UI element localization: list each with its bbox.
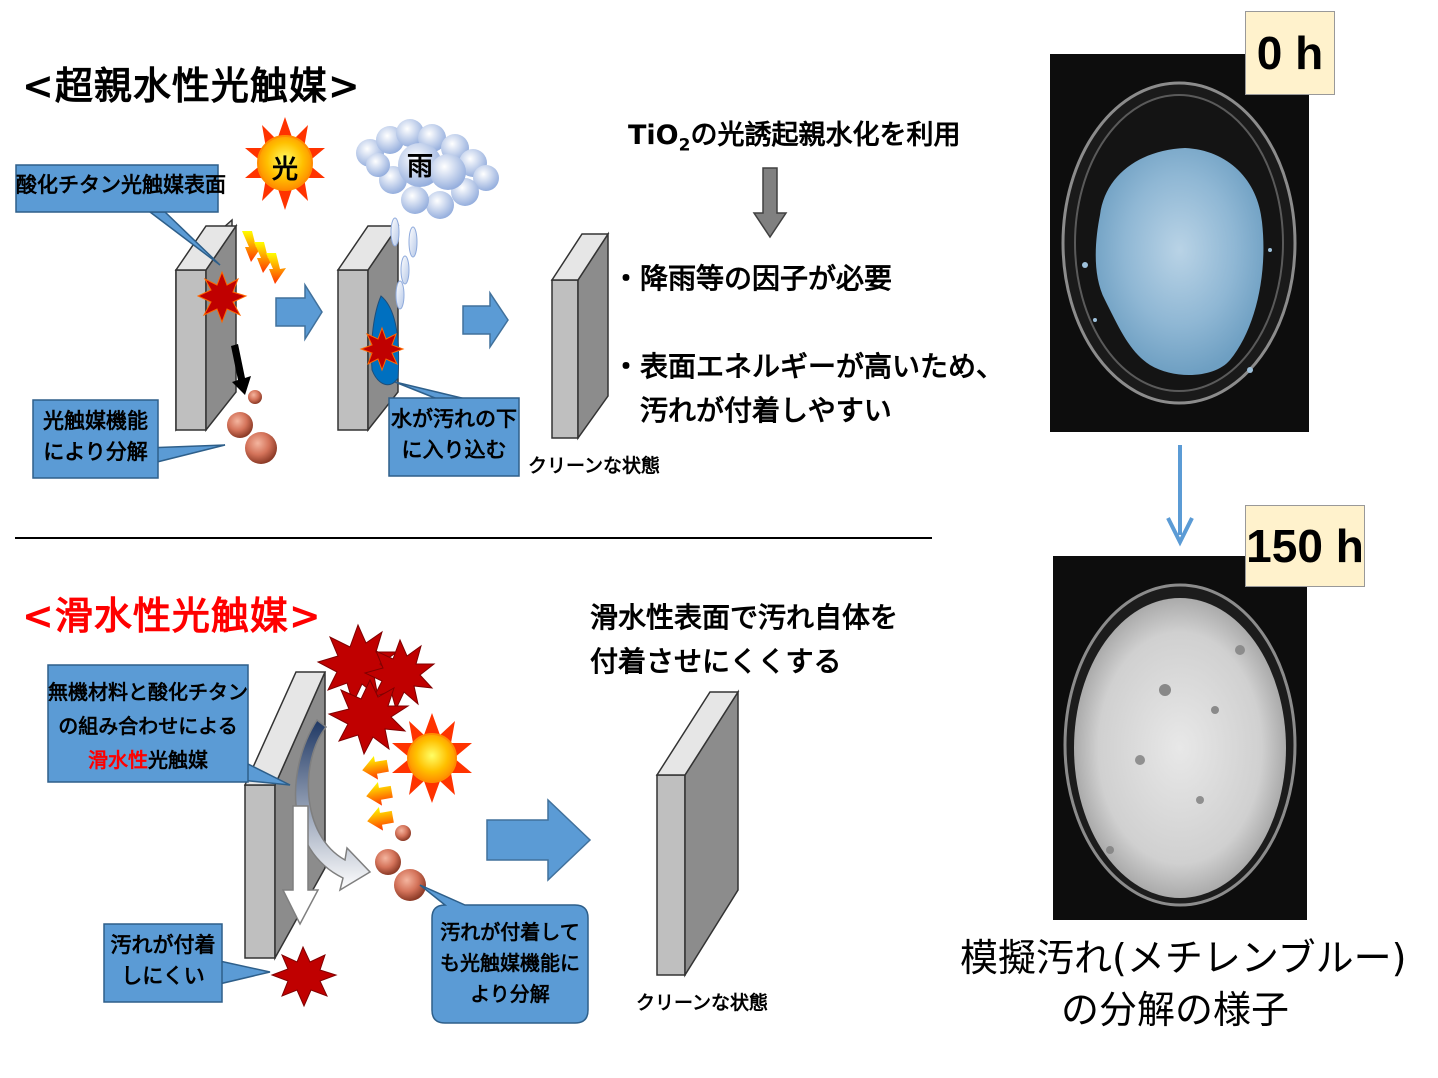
- rain-cloud-icon: [356, 119, 499, 219]
- rain-label: 雨: [406, 152, 433, 182]
- down-arrow-icon: [231, 344, 251, 395]
- dirt-starburst-icon: [196, 270, 248, 324]
- hydrophobic-tile: [243, 671, 327, 961]
- callout-hard-shape: [103, 923, 271, 1003]
- photo-caption-line1: 模擬汚れ(メチレンブルー): [960, 936, 1407, 980]
- callout-material-red: 滑水性: [88, 748, 148, 772]
- rain-drops-icon: [390, 217, 418, 310]
- process-arrow: [275, 282, 323, 342]
- mechanism-prefix: TiO: [628, 120, 679, 151]
- dirt-starburst-icon: [270, 945, 338, 1008]
- callout-material: 無機材料と酸化チタン の組み合わせによる 滑水性光触媒: [48, 675, 248, 777]
- slide-down-arrow: [281, 805, 320, 926]
- callout-surface: 酸化チタン光触媒表面: [16, 173, 226, 197]
- callout-hard-line1: 汚れが付着: [110, 933, 216, 957]
- dirt-cluster-icon: [316, 623, 436, 756]
- time-label-150h: 150 h: [1245, 505, 1365, 587]
- statement-line2: 付着させにくくする: [590, 645, 842, 678]
- stain-particle: [394, 869, 426, 901]
- process-arrow: [486, 798, 592, 882]
- mechanism-text: TiO2の光誘起親水化を利用: [628, 113, 960, 155]
- mechanism-subscript: 2: [678, 135, 691, 156]
- bullet-high-energy: ・表面エネルギーが高いため、: [612, 350, 1005, 383]
- process-arrow: [462, 290, 509, 350]
- slide-curve-arrow: [294, 718, 372, 892]
- sun-label: 光: [271, 155, 298, 185]
- sun-icon: [245, 117, 325, 210]
- callout-surface-shape: [15, 164, 221, 266]
- callout-material-shape: [47, 664, 291, 786]
- flow-down-arrow: [752, 167, 788, 239]
- callout-decompose-line2: により分解: [43, 440, 148, 464]
- light-rays-icon: [362, 756, 394, 831]
- callout-water: 水が汚れの下 に入り込む: [389, 404, 519, 466]
- mechanism-suffix: の光誘起親水化を利用: [690, 120, 961, 151]
- callout-water-shape: [388, 381, 520, 477]
- time-arrow: [1166, 445, 1194, 547]
- statement-line1: 滑水性表面で汚れ自体を: [590, 601, 899, 634]
- clean-tile: [550, 231, 610, 441]
- section-heading-superhydrophilic: <超親水性光触媒>: [22, 64, 361, 108]
- callout-even-line2: も光触媒機能に: [440, 951, 580, 975]
- light-rays-icon: [242, 231, 286, 284]
- callout-water-line1: 水が汚れの下: [391, 407, 517, 431]
- photo-150h: [1053, 556, 1307, 920]
- clean-label-bottom: クリーンな状態: [636, 992, 769, 1014]
- callout-hard: 汚れが付着 しにくい: [104, 930, 222, 992]
- time-label-0h: 0 h: [1245, 11, 1335, 95]
- clean-tile: [655, 689, 740, 978]
- callout-material-line2: の組み合わせによる: [58, 714, 238, 738]
- clean-label: クリーンな状態: [528, 455, 661, 477]
- callout-even-line3: より分解: [470, 982, 550, 1006]
- stain-particle: [375, 849, 401, 875]
- panel-1-tile: [174, 218, 238, 433]
- callout-even-line1: 汚れが付着して: [440, 920, 580, 944]
- sun-icon: [392, 713, 472, 803]
- photo-caption: 模擬汚れ(メチレンブルー) の分解の様子: [960, 932, 1407, 1036]
- bullet-rain-factor: ・降雨等の因子が必要: [612, 262, 893, 295]
- callout-water-line2: に入り込む: [401, 438, 507, 462]
- photo-0h: [1050, 54, 1309, 432]
- stain-particle: [395, 825, 411, 841]
- callout-decompose-shape: [32, 399, 226, 479]
- photo-caption-line2: の分解の様子: [1060, 988, 1289, 1032]
- section-heading-slippery: <滑水性光触媒>: [22, 594, 322, 638]
- callout-material-line1: 無機材料と酸化チタン: [48, 680, 248, 704]
- callout-even-shape: [419, 884, 589, 1024]
- stain-particle: [245, 432, 277, 464]
- callout-material-line3: 滑水性光触媒: [48, 743, 248, 777]
- callout-decompose-line1: 光触媒機能: [43, 409, 148, 433]
- stain-particle: [248, 390, 262, 404]
- callout-material-rest: 光触媒: [148, 748, 208, 772]
- callout-even: 汚れが付着して も光触媒機能に より分解: [432, 917, 588, 1010]
- dirt-starburst-icon: [359, 326, 405, 372]
- bullet-high-energy-cont: 汚れが付着しやすい: [640, 394, 892, 427]
- callout-hard-line2: しにくい: [121, 964, 205, 988]
- stain-particle: [227, 412, 253, 438]
- callout-decompose: 光触媒機能 により分解: [33, 406, 158, 468]
